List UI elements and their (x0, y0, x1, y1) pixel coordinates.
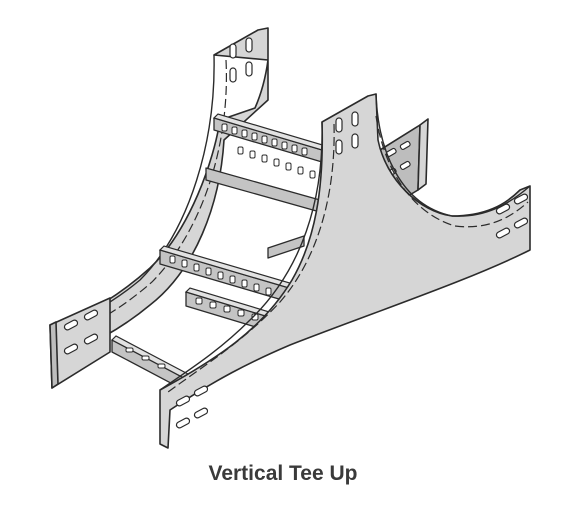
diagram-caption: Vertical Tee Up (208, 462, 358, 485)
vertical-tee-up-diagram (49, 27, 531, 449)
lower-rung-holes (125, 255, 272, 369)
riser-rung-holes (221, 123, 316, 179)
front-tee-side-rail (159, 93, 531, 449)
left-bottom-side-rail (49, 297, 111, 389)
lower-rungs (111, 235, 305, 391)
front-riser-slots (335, 111, 359, 155)
front-right-end-slots (495, 193, 529, 239)
front-lower-end-slots (175, 385, 209, 429)
